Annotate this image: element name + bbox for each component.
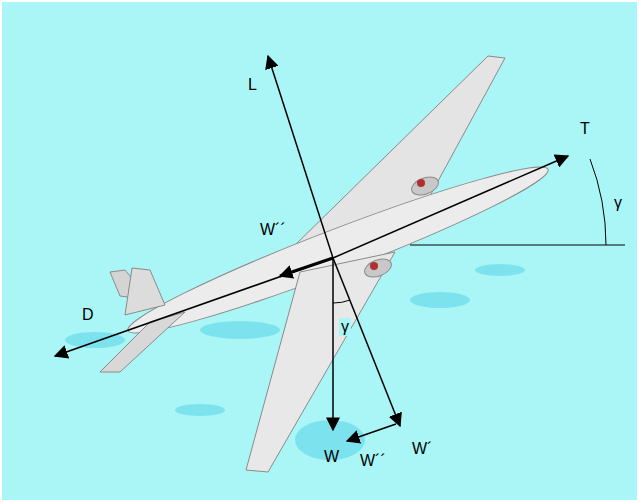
near-stabilizer <box>100 312 185 372</box>
force-label: W <box>322 448 341 466</box>
angle-arc <box>333 300 350 303</box>
weight-tangent-component <box>280 258 333 276</box>
tail-fin <box>125 268 165 315</box>
weight-normal-component <box>333 258 400 426</box>
force-label: W´´ <box>358 452 388 470</box>
force-label: W´´ <box>258 221 288 239</box>
engine-intake <box>417 179 425 187</box>
engine <box>409 174 441 199</box>
near-wing <box>246 252 395 472</box>
horizontal-reference <box>410 245 625 246</box>
angle-label: γ <box>612 194 624 212</box>
force-label: W´ <box>410 440 434 458</box>
angle-label: γ <box>339 318 351 336</box>
airplane <box>100 56 556 472</box>
force-vectors <box>55 56 625 441</box>
force-label: D <box>80 306 96 324</box>
weight-vector <box>332 258 334 430</box>
force-label: L <box>246 76 259 94</box>
climb-angle-arc <box>590 159 606 245</box>
drag-vector <box>55 258 333 356</box>
force-label: T <box>578 120 592 138</box>
weight-tangent-component <box>347 424 396 441</box>
thrust-vector <box>333 156 568 258</box>
engine <box>362 256 394 281</box>
engine-intake <box>370 262 378 270</box>
